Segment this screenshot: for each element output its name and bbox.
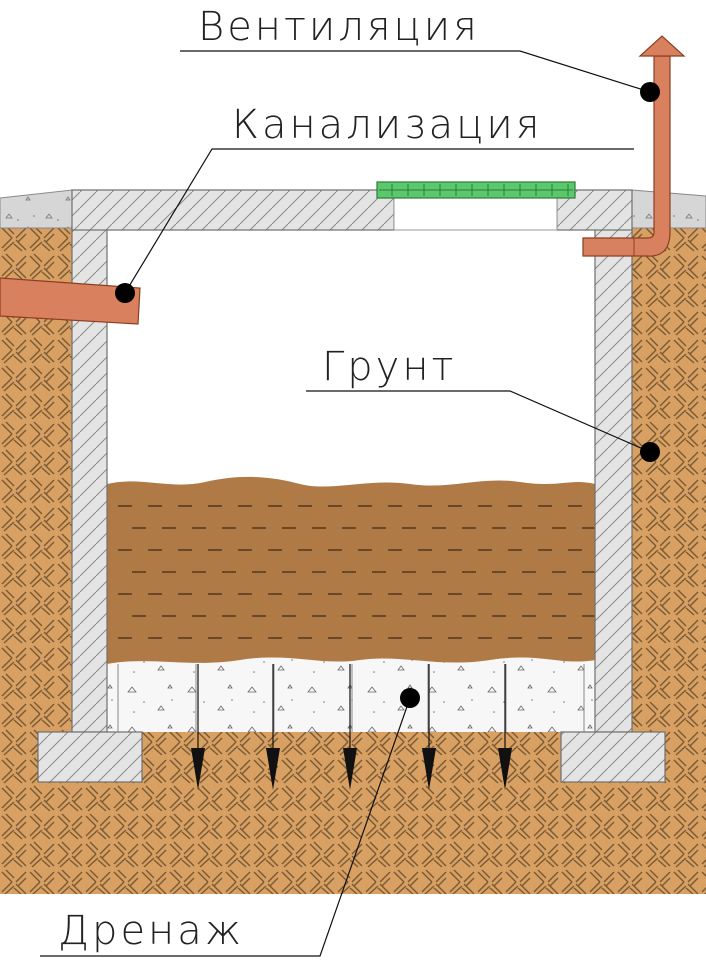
slab-opening <box>393 197 558 231</box>
marker-ventilation <box>640 82 660 102</box>
hatch-cover <box>376 181 576 199</box>
sewer-pipe <box>0 277 141 325</box>
leader-lines <box>40 50 651 957</box>
sludge-layer <box>107 476 595 664</box>
drainage-arrow <box>266 664 280 790</box>
drainage-vertical-lines <box>117 664 585 732</box>
drainage-arrow <box>498 664 512 790</box>
leader-sewer <box>124 148 634 294</box>
drainage-arrow <box>343 664 357 790</box>
ventilation-cap <box>638 35 686 57</box>
label-drainage: Дренаж <box>58 908 244 954</box>
label-ventilation: Вентиляция <box>198 4 480 50</box>
leader-drainage <box>40 697 411 957</box>
marker-drainage <box>400 688 420 708</box>
marker-sewer <box>115 283 135 303</box>
marker-soil <box>640 442 660 462</box>
drainage-arrow <box>191 664 205 790</box>
label-sewer: Канализация <box>232 102 542 148</box>
drainage-arrows <box>191 664 512 790</box>
wall-right <box>594 225 633 733</box>
ventilation-pipe <box>582 35 686 257</box>
leader-ventilation <box>180 50 651 93</box>
footing-left <box>37 731 143 783</box>
top-slab-left <box>71 189 395 231</box>
sludge-dash-lines <box>118 505 596 639</box>
leader-soil <box>306 390 651 453</box>
drainage-arrow <box>422 664 436 790</box>
footing-right <box>560 731 666 783</box>
drainage-layer <box>107 657 595 732</box>
ground-surface-left <box>0 189 73 229</box>
label-soil: Грунт <box>322 344 456 390</box>
